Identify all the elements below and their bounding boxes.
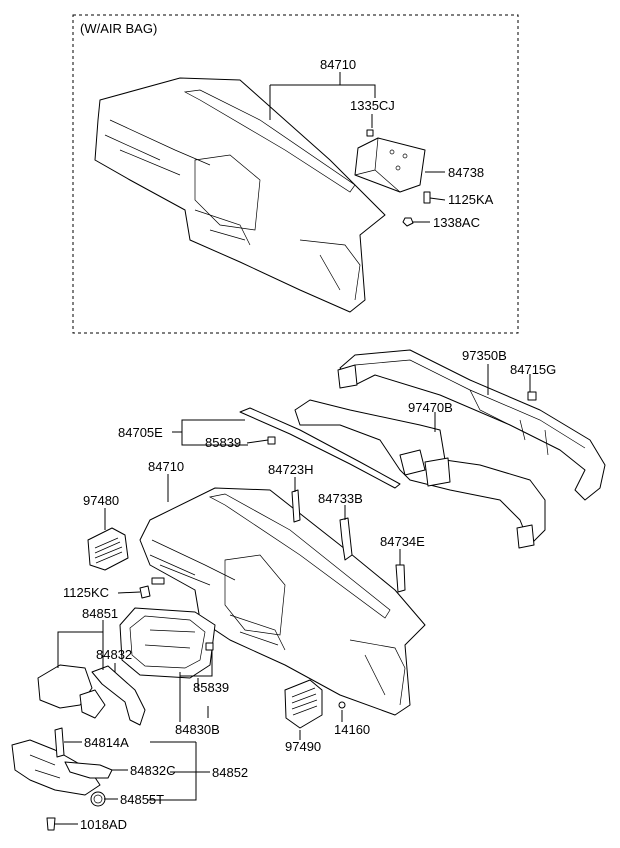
clip-85839-upper: [267, 436, 276, 445]
ring-84855t: [90, 791, 106, 807]
label-84830b: 84830B: [175, 722, 220, 737]
label-84832c: 84832C: [130, 763, 176, 778]
label-1125ka: 1125KA: [448, 192, 494, 207]
label-84738: 84738: [448, 165, 484, 180]
duct-97470b: [294, 399, 546, 549]
molding-84705e: [239, 407, 401, 489]
label-84710-main: 84710: [148, 459, 184, 474]
inset-clip-1335cj: [366, 129, 374, 137]
bracket-84733b: [339, 517, 353, 561]
label-84710-top: 84710: [320, 57, 356, 72]
duct-assembly-97350b: [337, 349, 606, 501]
label-97470b: 97470B: [408, 400, 453, 415]
label-84855t: 84855T: [120, 792, 164, 807]
label-1338ac: 1338AC: [433, 215, 480, 230]
inset-dashboard-panel: [94, 77, 386, 313]
label-14160: 14160: [334, 722, 370, 737]
label-97480: 97480: [83, 493, 119, 508]
clip-85839-lower: [205, 642, 214, 651]
lower-cover-84852: [11, 739, 101, 796]
screw-1018ad: [46, 817, 56, 831]
label-84733b: 84733B: [318, 491, 363, 506]
vent-97490: [284, 679, 323, 729]
airbag-inset-frame: [72, 14, 519, 334]
cluster-hood-84830b: [119, 607, 216, 679]
label-84832: 84832: [96, 647, 132, 662]
label-84851: 84851: [82, 606, 118, 621]
label-84734e: 84734E: [380, 534, 425, 549]
clip-14160: [338, 701, 346, 709]
label-1125kc: 1125KC: [63, 585, 109, 600]
label-85839-upper: 85839: [205, 435, 241, 450]
label-97350b: 97350B: [462, 348, 507, 363]
bracket-84814a: [54, 727, 65, 758]
label-84852: 84852: [212, 765, 248, 780]
label-84814a: 84814A: [84, 735, 129, 750]
label-84705e: 84705E: [118, 425, 163, 440]
screw-1125kc: [139, 585, 151, 599]
label-97490: 97490: [285, 739, 321, 754]
vent-97480: [87, 527, 129, 571]
bracket-84734e: [395, 564, 406, 593]
inset-bolt-1125ka: [423, 191, 431, 204]
label-84723h: 84723H: [268, 462, 314, 477]
label-1335cj: 1335CJ: [350, 98, 395, 113]
label-85839-lower: 85839: [193, 680, 229, 695]
bracket-84723h: [291, 489, 301, 523]
inset-nut-1338ac: [402, 217, 414, 227]
clip-84715g: [527, 391, 537, 401]
column-cover-84851: [37, 664, 106, 719]
trim-84832c: [64, 761, 113, 779]
inset-airbag-module: [354, 137, 426, 193]
trim-84832: [91, 665, 146, 726]
clip-84705e-strip: [151, 577, 165, 585]
main-dashboard-panel: [139, 487, 426, 716]
inset-title: (W/AIR BAG): [80, 21, 157, 36]
label-84715g: 84715G: [510, 362, 556, 377]
label-1018ad: 1018AD: [80, 817, 127, 832]
